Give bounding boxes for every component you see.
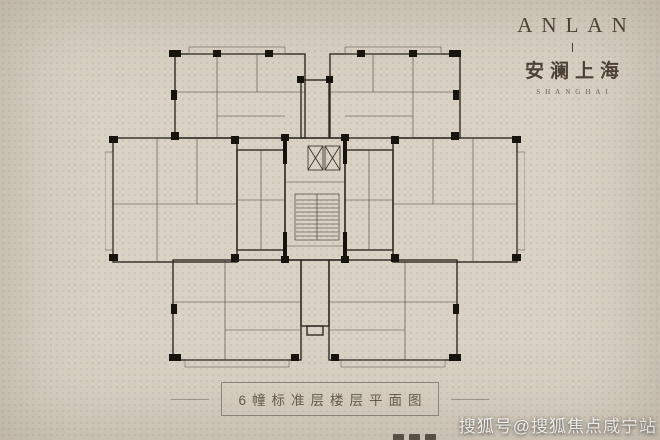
floor-plan-svg — [105, 46, 525, 368]
cutoff-text-sliver — [393, 434, 436, 440]
floor-plan-drawing — [105, 34, 525, 374]
brand-subtitle: SHANGHAI — [536, 88, 613, 96]
watermark: 搜狐号@搜狐焦点咸宁站 — [458, 417, 657, 436]
caption-row: 6幢标准层楼层平面图 — [0, 382, 660, 416]
brand-name-chinese: 安澜上海 — [524, 61, 625, 82]
cutoff-glyph — [393, 434, 404, 440]
cutoff-glyph — [425, 434, 436, 440]
plan-balconies — [105, 46, 525, 368]
brand-name-latin: ANLAN — [517, 13, 636, 37]
plan-stairs — [294, 193, 340, 241]
caption-text: 6幢标准层楼层平面图 — [238, 393, 428, 408]
plan-columns — [109, 50, 521, 361]
caption-line-right — [450, 398, 489, 400]
caption-line-left — [171, 398, 210, 400]
brand-logo: ANLAN 安澜上海 SHANGHAI — [496, 13, 648, 96]
plan-interior-walls — [113, 54, 517, 360]
plan-elevator — [307, 145, 341, 171]
caption-box: 6幢标准层楼层平面图 — [221, 382, 439, 416]
logo-divider — [571, 43, 573, 52]
cutoff-glyph — [409, 434, 420, 440]
